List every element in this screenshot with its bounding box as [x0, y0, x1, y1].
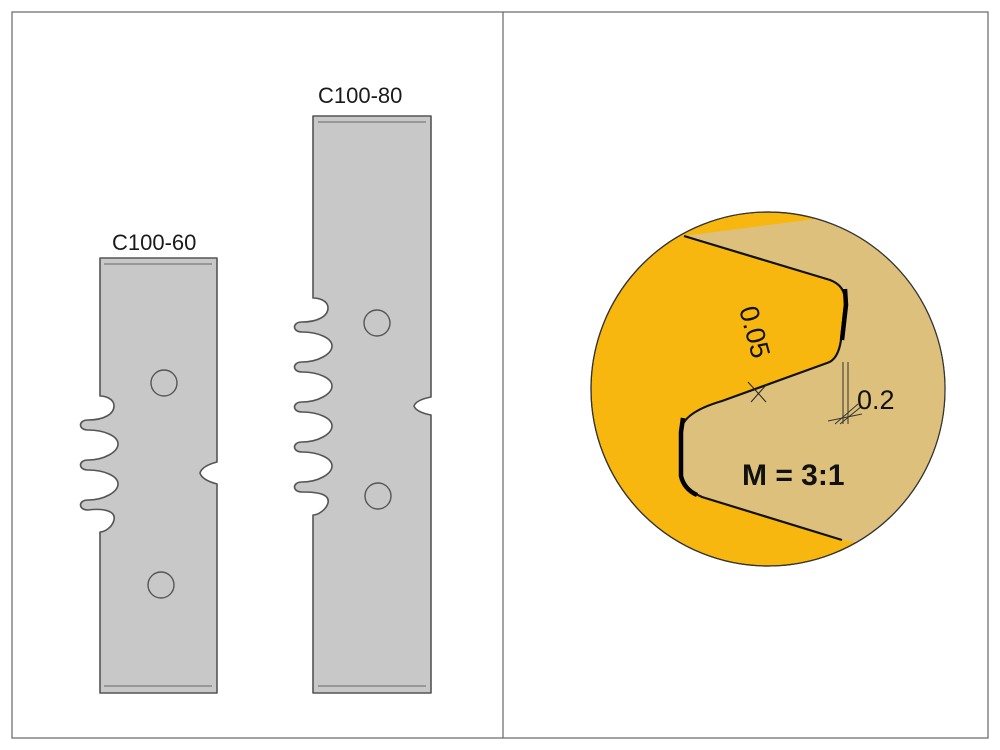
left-panel: C100-60 C100-80	[79, 83, 432, 694]
right-panel: 0.05 0.2 M = 3:1	[590, 211, 946, 567]
knife-c100-80: C100-80	[293, 83, 432, 694]
knife-large-body	[293, 115, 432, 694]
drawing-frame	[11, 11, 989, 739]
detail-circle	[590, 211, 946, 567]
knife-large-hole-top	[363, 309, 391, 337]
knife-small-label: C100-60	[112, 230, 196, 255]
detail-cutting-edge-thick-1	[839, 288, 849, 341]
knife-c100-60: C100-60	[79, 230, 218, 694]
detail-cutting-edge-thick-2	[678, 417, 699, 498]
knife-small-body	[79, 257, 218, 694]
detail-circle-border	[590, 211, 946, 567]
detail-inner-region	[681, 212, 945, 560]
scale-label: M = 3:1	[742, 459, 845, 492]
knife-small-inner-edge	[104, 263, 212, 687]
knife-large-hole-bottom	[364, 482, 392, 510]
dimension-02: 0.2	[827, 362, 895, 425]
knife-large-label: C100-80	[318, 83, 402, 108]
knife-small-hole-top	[150, 369, 178, 397]
knife-large-inner-edge	[318, 121, 426, 687]
knife-small-hole-bottom	[147, 571, 175, 599]
dimension-02-text: 0.2	[857, 385, 895, 415]
